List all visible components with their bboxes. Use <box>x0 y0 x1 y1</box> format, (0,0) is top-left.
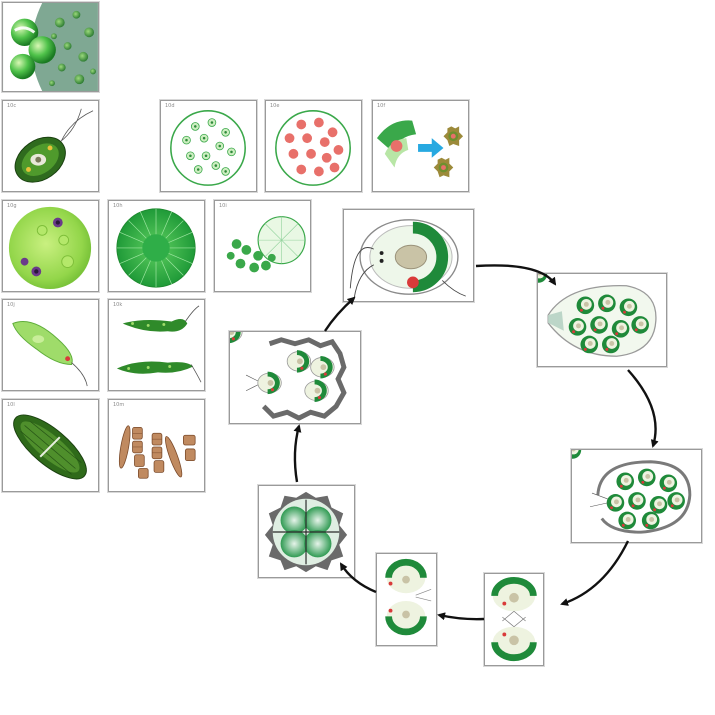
panel-sphere-red-spores: 10e <box>265 100 362 192</box>
cycle-vegetative-cell <box>343 209 474 302</box>
panel-flagellate-cell: 10c <box>2 100 99 192</box>
cycle-daughter-cells-inside <box>537 273 667 367</box>
cycle-meiotic-products <box>229 331 361 424</box>
cycle-gamete-pairing <box>484 573 544 666</box>
panel-label: 10d <box>165 103 175 109</box>
panel-green-colony <box>2 2 99 92</box>
arrow-zygospore-to-meiosis <box>293 424 302 483</box>
panel-sphere-radial: 10h <box>108 200 205 292</box>
arrow-meiosis-to-cell <box>323 296 356 332</box>
panel-label: 10h <box>113 203 123 209</box>
panel-label: 10c <box>7 103 17 109</box>
cycle-cells-released <box>571 449 702 543</box>
panel-sphere-green: 10d <box>160 100 257 192</box>
panel-label: 10i <box>219 203 227 209</box>
arrow-daughters-to-release <box>627 369 659 448</box>
panel-volvox-colony: 10g <box>2 200 99 292</box>
panel-zygospore-release: 10f <box>372 100 469 192</box>
panel-label: 10l <box>7 402 15 408</box>
cycle-zygospore <box>258 485 355 578</box>
arrow-pairing-to-fusion <box>437 612 485 621</box>
panel-label: 10m <box>113 402 125 408</box>
panel-label: 10e <box>270 103 280 109</box>
arrow-release-to-pairing <box>560 540 630 606</box>
cycle-gamete-fusion <box>376 553 437 646</box>
panel-label: 10g <box>7 203 17 209</box>
panel-euglenoid-pair: 10k <box>108 299 205 391</box>
panel-colony-daughters: 10i <box>214 200 311 292</box>
panel-label: 10k <box>113 302 123 308</box>
panel-diatoms: 10m <box>108 399 205 492</box>
panel-desmid: 10l <box>2 399 99 492</box>
panel-euglena: 10j <box>2 299 99 391</box>
panel-label: 10j <box>7 302 15 308</box>
panel-label: 10f <box>377 103 386 109</box>
